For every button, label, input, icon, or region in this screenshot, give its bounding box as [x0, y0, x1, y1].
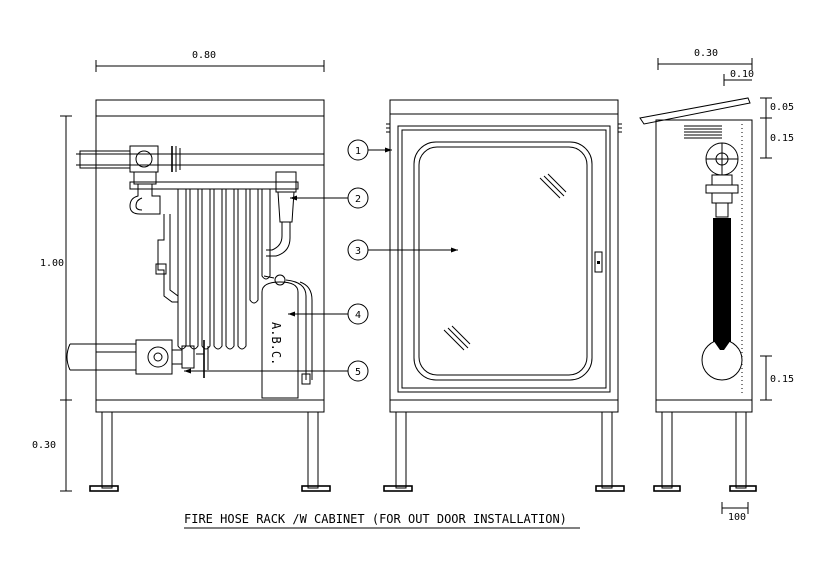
callout-1: [347, 139, 369, 161]
fire-extinguisher: A.B.C.: [261, 274, 313, 399]
dim-bottom-offset: 0.15: [770, 374, 794, 385]
dim-foot-width: 100: [728, 512, 746, 523]
callout-4: [347, 303, 369, 325]
dim-roof-overhang: 0.10: [730, 69, 754, 80]
front-view-interior: A.B.C.: [66, 99, 331, 492]
callout-3-label: 3: [355, 246, 361, 257]
side-view: [639, 97, 757, 492]
folded-hose: [177, 189, 271, 350]
dim-leg-height: 0.30: [32, 440, 56, 451]
callout-2: [347, 187, 369, 209]
callout-1-label: 1: [355, 146, 361, 157]
side-hose: [713, 218, 731, 342]
callout-4-label: 4: [355, 310, 361, 321]
callout-3: [347, 239, 369, 261]
dim-top-offset: 0.15: [770, 133, 794, 144]
dim-roof-height: 0.05: [770, 102, 794, 113]
dim-side-depth: 0.30: [694, 48, 718, 59]
front-view-door: [383, 99, 625, 492]
dim-cabinet-height: 1.00: [40, 258, 64, 269]
drawing-title: FIRE HOSE RACK /W CABINET (FOR OUT DOOR …: [184, 512, 567, 526]
door-glass-panel: [413, 141, 593, 381]
door-handle: [594, 251, 603, 273]
extinguisher-label: A.B.C.: [269, 322, 283, 365]
dimension-lines: [60, 58, 772, 514]
callout-2-label: 2: [355, 194, 361, 205]
callouts: 1 2 3 4 5: [184, 139, 458, 382]
dim-front-width: 0.80: [192, 50, 216, 61]
callout-5-label: 5: [355, 367, 361, 378]
callout-5: [347, 360, 369, 382]
